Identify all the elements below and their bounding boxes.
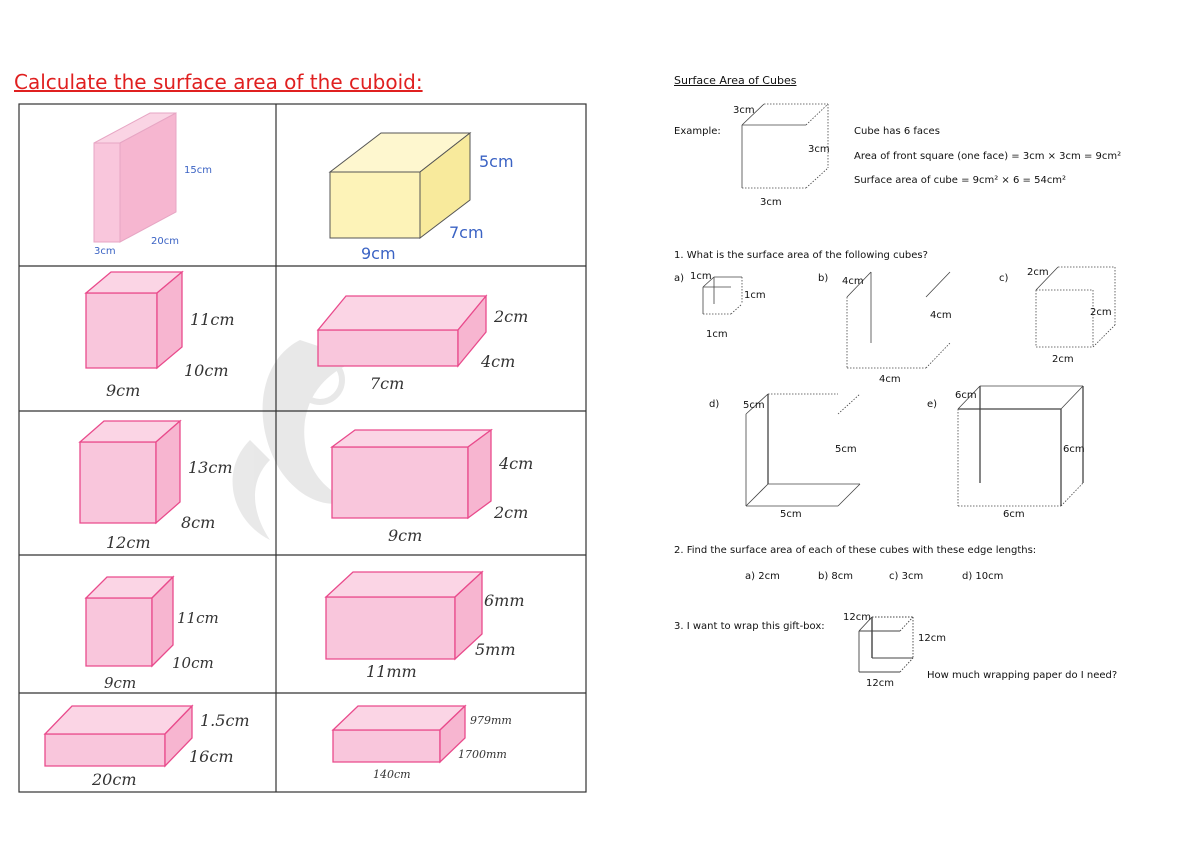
cell-6-label-1: 4cm [498, 454, 533, 473]
q3-label-1: 12cm [843, 612, 871, 623]
cell-6-label-2: 2cm [493, 503, 528, 522]
cell-4-label-2: 4cm [480, 352, 515, 371]
q2-option-a: a) 2cm [745, 571, 780, 582]
q1e-label-2: 6cm [1063, 444, 1085, 455]
example-cube [741, 103, 829, 189]
example-label: Example: [674, 126, 721, 137]
example-line-2: Area of front square (one face) = 3cm × … [854, 151, 1121, 162]
example-bottom-label: 3cm [760, 197, 782, 208]
cuboid-5 [78, 419, 182, 525]
q1d-label-2: 5cm [835, 444, 857, 455]
example-line-1: Cube has 6 faces [854, 126, 940, 137]
q1e-tag: e) [927, 399, 937, 410]
cell-8-label-2: 5mm [475, 640, 516, 659]
cuboid-4 [316, 294, 488, 368]
q2-option-c: c) 3cm [889, 571, 923, 582]
cell-5-label-1: 13cm [188, 458, 233, 477]
gift-box-cube [858, 616, 914, 673]
cell-1-label-1: 15cm [184, 165, 212, 176]
q1b-label-3: 4cm [879, 374, 901, 385]
cell-2-label-1: 5cm [479, 152, 514, 171]
cell-7-label-2: 10cm [172, 654, 214, 672]
cube-a [702, 276, 743, 315]
cell-7-label-1: 11cm [177, 609, 219, 627]
cell-3-label-1: 11cm [190, 310, 235, 329]
cell-9-label-3: 20cm [91, 770, 137, 789]
cube-e [957, 385, 1084, 507]
cuboid-8 [324, 570, 484, 661]
q1c-label-2: 2cm [1090, 307, 1112, 318]
q1b-label-1: 4cm [842, 276, 864, 287]
q1d-tag: d) [709, 399, 719, 410]
q1a-label-1: 1cm [690, 271, 712, 282]
q1c-label-3: 2cm [1052, 354, 1074, 365]
cell-2-label-2: 7cm [449, 223, 484, 242]
q1c-label-1: 2cm [1027, 267, 1049, 278]
cell-3-label-2: 10cm [184, 361, 229, 380]
table-lines [18, 103, 587, 793]
q3-label-3: 12cm [866, 678, 894, 689]
cubes-title: Surface Area of Cubes [674, 74, 797, 87]
cell-7-label-3: 9cm [104, 674, 136, 692]
cell-9-label-1: 1.5cm [200, 711, 250, 730]
example-top-label: 3cm [733, 105, 755, 116]
cell-8-label-3: 11mm [366, 662, 417, 681]
q1b-tag: b) [818, 273, 828, 284]
cuboid-2 [328, 131, 472, 240]
q1c-tag: c) [999, 273, 1008, 284]
cuboid-1 [93, 112, 177, 243]
example-side-label: 3cm [808, 144, 830, 155]
q1e-label-1: 6cm [955, 390, 977, 401]
cell-10-label-2: 1700mm [458, 748, 507, 761]
cell-4-label-1: 2cm [493, 307, 528, 326]
cube-c [1035, 266, 1116, 348]
q3-label-2: 12cm [918, 633, 946, 644]
cell-6-label-3: 9cm [388, 526, 422, 545]
q2-option-b: b) 8cm [818, 571, 853, 582]
cell-4-label-3: 7cm [370, 374, 404, 393]
q1e-label-3: 6cm [1003, 509, 1025, 520]
cuboid-7 [84, 575, 175, 668]
cell-9-label-2: 16cm [189, 747, 234, 766]
cube-d [745, 393, 861, 507]
q1a-label-3: 1cm [706, 329, 728, 340]
cell-5-label-2: 8cm [181, 513, 215, 532]
q1b-label-2: 4cm [930, 310, 952, 321]
cuboid-10 [331, 704, 467, 764]
question-2: 2. Find the surface area of each of thes… [674, 545, 1036, 556]
cuboid-grid: 15cm 3cm 20cm 5cm 7cm 9cm 11cm 10cm 9cm … [18, 103, 587, 793]
cuboid-6 [330, 428, 493, 520]
q1d-label-1: 5cm [743, 400, 765, 411]
q3-question: How much wrapping paper do I need? [927, 670, 1117, 681]
q2-option-d: d) 10cm [962, 571, 1003, 582]
q1a-label-2: 1cm [744, 290, 766, 301]
example-line-3: Surface area of cube = 9cm² × 6 = 54cm² [854, 175, 1066, 186]
question-3: 3. I want to wrap this gift-box: [674, 621, 825, 632]
worksheet-title: Calculate the surface area of the cuboid… [14, 70, 423, 94]
cell-3-label-3: 9cm [106, 381, 140, 400]
cell-5-label-3: 12cm [106, 533, 151, 552]
cube-b [846, 271, 951, 369]
cell-10-label-1: 979mm [470, 714, 512, 727]
cell-1-label-3: 20cm [151, 236, 179, 247]
q1a-tag: a) [674, 273, 684, 284]
cell-1-label-2: 3cm [94, 246, 116, 257]
cuboid-worksheet: Calculate the surface area of the cuboid… [14, 70, 587, 793]
cuboid-3 [84, 270, 184, 370]
question-1: 1. What is the surface area of the follo… [674, 250, 928, 261]
q1d-label-3: 5cm [780, 509, 802, 520]
cell-8-label-1: 6mm [484, 591, 525, 610]
cell-10-label-3: 140cm [373, 768, 411, 781]
cell-2-label-3: 9cm [361, 244, 396, 263]
cuboid-9 [43, 704, 194, 768]
